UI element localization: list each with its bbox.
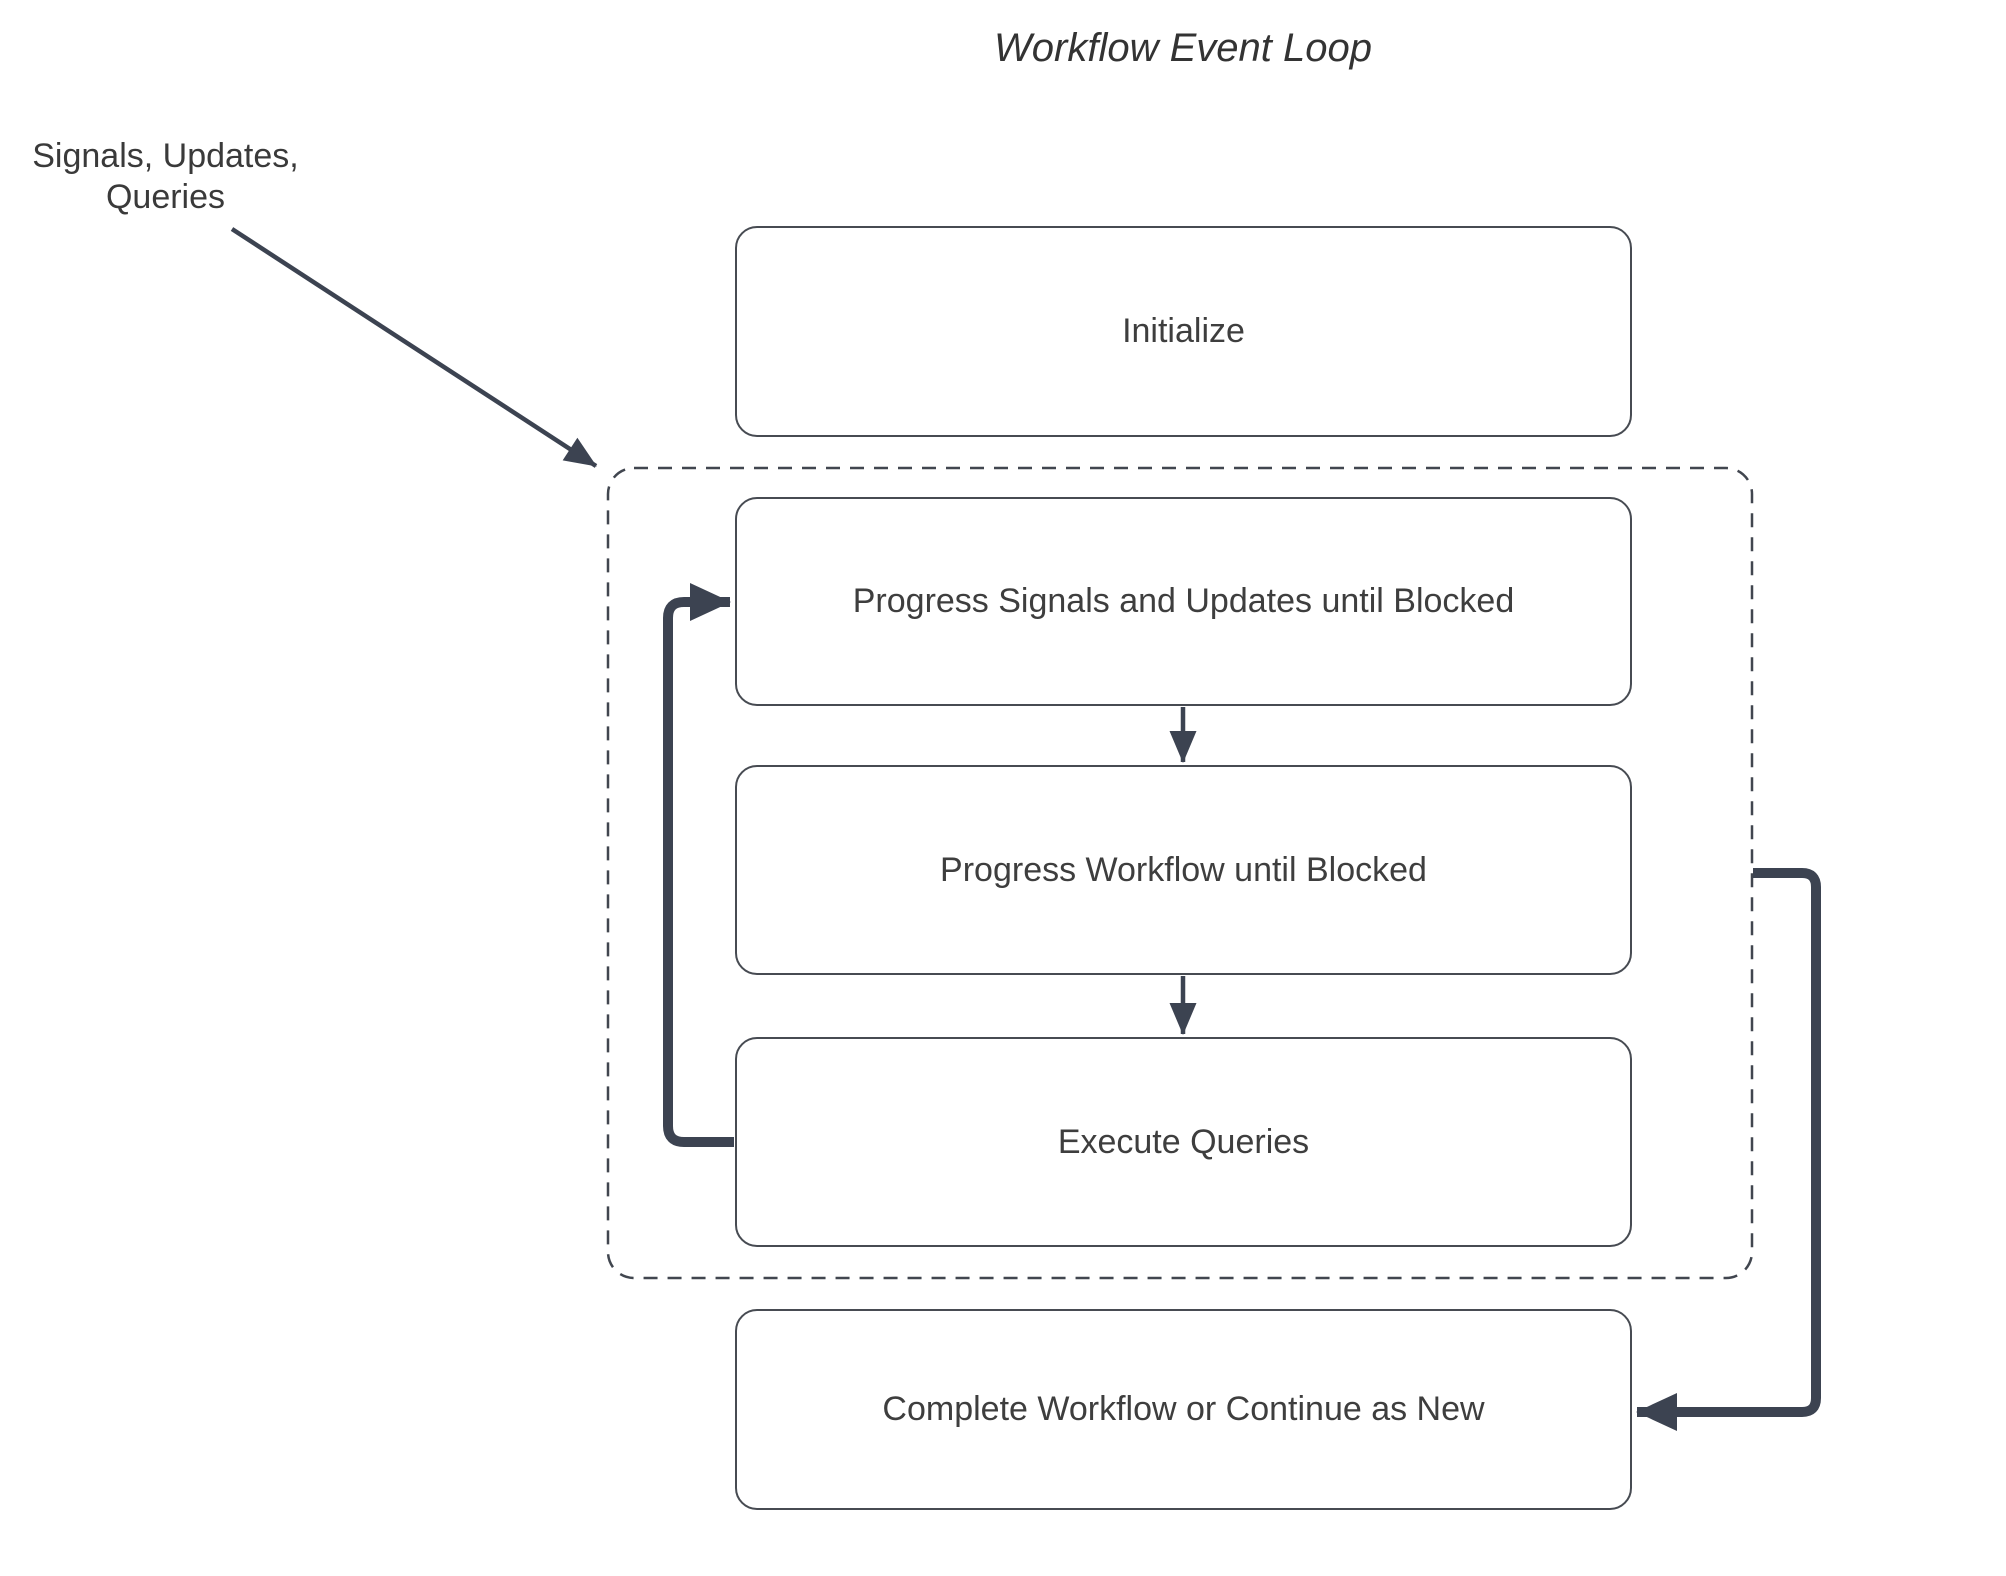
node-progress-signals-label: Progress Signals and Updates until Block… [852, 582, 1515, 620]
node-complete-workflow-label: Complete Workflow or Continue as New [882, 1390, 1485, 1428]
node-progress-workflow-label: Progress Workflow until Blocked [940, 850, 1427, 889]
node-progress-workflow: Progress Workflow until Blocked [735, 765, 1632, 975]
node-progress-signals: Progress Signals and Updates until Block… [735, 497, 1632, 706]
page-title: Workflow Event Loop [994, 26, 1372, 70]
signals-updates-queries-annotation: Signals, Updates, Queries [32, 137, 299, 216]
node-execute-queries-label: Execute Queries [1057, 1122, 1310, 1161]
node-initialize: Initialize [735, 226, 1632, 437]
signals-annotation-arrow [230, 227, 598, 468]
execute-queries-to-progress-signals-loop-arrow [663, 583, 734, 1147]
node-initialize-label: Initialize [1122, 312, 1245, 350]
group-to-complete-workflow-arrow [1636, 868, 1821, 1431]
node-complete-workflow: Complete Workflow or Continue as New [735, 1309, 1632, 1510]
node-execute-queries: Execute Queries [735, 1037, 1632, 1247]
